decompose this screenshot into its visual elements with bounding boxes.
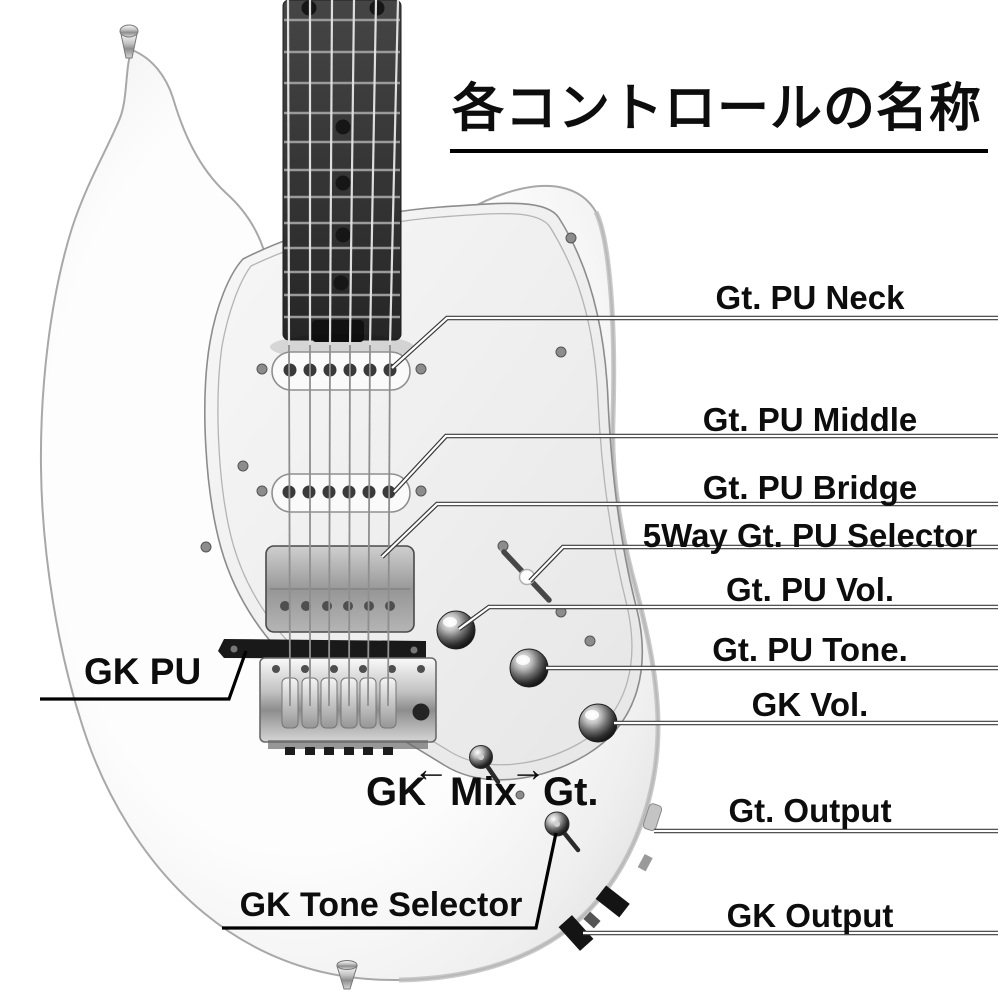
label-5way-gt-pu-selector: 5Way Gt. PU Selector: [642, 517, 978, 554]
gk-mix-switch: [469, 745, 501, 785]
gk-tone-selector-knob: [544, 811, 581, 853]
gk-pickup: [218, 639, 426, 659]
gt-pu-vol-knob: [436, 610, 476, 650]
leader-lines: [40, 315, 998, 936]
label-mix-gt: Gt.: [543, 770, 599, 814]
strap-pin-bottom: [336, 960, 358, 990]
arrow-right-icon: →: [510, 748, 546, 789]
label-gt-pu-neck: Gt. PU Neck: [715, 279, 905, 316]
label-mix-gk: GK: [366, 770, 426, 814]
fretboard-inlay-dots: [301, 0, 385, 291]
label-gk-vol: GK Vol.: [751, 686, 869, 723]
gt-output-jack: [642, 803, 663, 831]
side-nub: [637, 853, 653, 872]
label-gk-pu: GK PU: [84, 651, 202, 692]
tremolo-bridge: [259, 657, 437, 755]
tremolo-arm-socket: [412, 703, 430, 721]
label-gk-output: GK Output: [726, 897, 894, 934]
body-edge-shading: [398, 210, 661, 983]
gk-output-unit: [558, 885, 630, 951]
gt-pu-tone-knob: [509, 648, 549, 688]
label-gt-pu-middle: Gt. PU Middle: [702, 401, 918, 438]
leader-line-gk-tone-selector: [222, 832, 558, 930]
label-gt-output: Gt. Output: [728, 792, 892, 829]
label-mix-center: Mix: [450, 770, 517, 814]
frets: [284, 18, 400, 319]
strings: [286, 0, 400, 707]
arrow-left-icon: ←: [413, 748, 449, 789]
label-gt-pu-tone: Gt. PU Tone.: [712, 631, 908, 668]
bridge-humbucker: [265, 545, 415, 633]
label-gt-pu-vol: Gt. PU Vol.: [725, 571, 895, 608]
label-gk-tone-selector: GK Tone Selector: [239, 886, 523, 924]
leader-line-gk-pu: [40, 650, 248, 701]
page-title: 各コントロールの名称: [450, 66, 989, 153]
strap-pin-top: [119, 24, 139, 59]
neck: [270, 0, 414, 360]
gk-vol-knob: [578, 703, 618, 743]
label-gt-pu-bridge: Gt. PU Bridge: [702, 469, 918, 506]
